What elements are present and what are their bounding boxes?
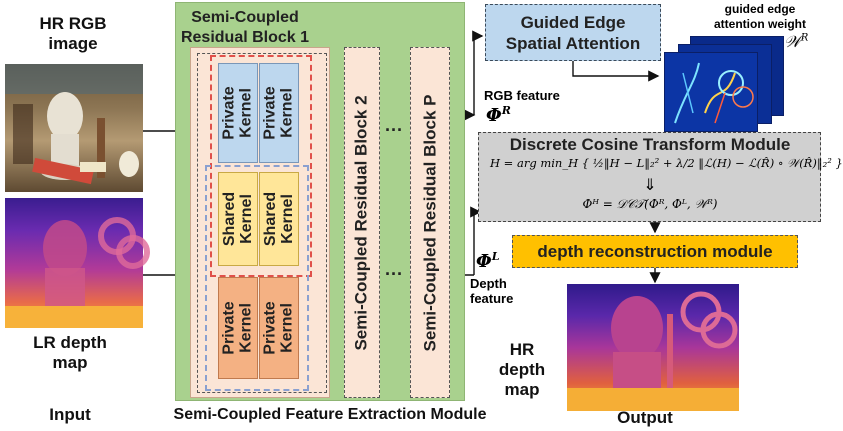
hr-depth-label: HR depth map — [498, 340, 546, 399]
rgb-scene-illustration — [5, 64, 143, 185]
residual-block-2: Semi-Coupled Residual Block 2 — [344, 47, 380, 398]
input-column-label: Input — [49, 405, 91, 424]
attention-weight-symbol: 𝒲R — [784, 32, 809, 51]
attention-map-front — [664, 52, 758, 132]
output-depth-illustration — [567, 291, 739, 411]
depth-feature-label: Depth feature — [470, 276, 514, 306]
lr-depth-image — [5, 198, 150, 328]
depth-kernel-group — [205, 165, 309, 391]
rgb-feature-symbol: ΦR — [486, 104, 511, 126]
hr-depth-output-image — [567, 284, 739, 411]
residual-block-p: Semi-Coupled Residual Block P — [410, 47, 450, 398]
attention-map-pattern — [674, 62, 754, 124]
rgb-feature-label: RGB feature — [484, 88, 560, 103]
private-kernel-rgb-2: Private Kernel — [259, 63, 299, 163]
extraction-module-label: Semi-Coupled Feature Extraction Module — [173, 406, 487, 423]
private-kernel-rgb-1: Private Kernel — [218, 63, 258, 163]
residual-block-1-dashed — [197, 53, 327, 393]
guided-edge-attention-title: Guided Edge Spatial Attention — [505, 12, 641, 53]
depth-reconstruction-box: depth reconstruction module — [512, 235, 798, 268]
ellipsis-top: ··· — [385, 120, 403, 140]
hr-rgb-image — [5, 64, 143, 192]
output-column-label: Output — [617, 408, 673, 427]
shared-kernel-1: Shared Kernel — [218, 172, 258, 266]
lr-depth-label: LR depth map — [33, 333, 107, 372]
dct-module-box — [478, 132, 821, 222]
private-kernel-depth-2: Private Kernel — [259, 277, 299, 379]
block1-title: Semi-Coupled Residual Block 1 — [180, 9, 310, 46]
depth-feature-symbol: ΦL — [476, 250, 500, 272]
hr-rgb-label: HR RGB image — [39, 14, 107, 53]
dct-equation-1: H = arg min_H { ½‖H − L‖₂² + λ/2 ‖ℒ(H) −… — [490, 156, 843, 170]
depth-scene-illustration — [5, 217, 150, 328]
private-kernel-depth-1: Private Kernel — [218, 277, 258, 379]
dct-title: Discrete Cosine Transform Module — [509, 135, 791, 154]
depth-reconstruction-title: depth reconstruction module — [537, 241, 773, 261]
dct-equation-2: Φᴴ = 𝒟𝒞𝒯(Φᴿ, Φᴸ, 𝒲ᴿ) — [582, 197, 718, 211]
guided-edge-attention-box: Guided Edge Spatial Attention — [485, 4, 661, 61]
attention-weight-label: guided edge attention weight — [714, 2, 806, 31]
ellipsis-bottom: ··· — [385, 264, 403, 284]
dct-arrow: ⇓ — [643, 177, 657, 194]
shared-kernel-2: Shared Kernel — [259, 172, 299, 266]
